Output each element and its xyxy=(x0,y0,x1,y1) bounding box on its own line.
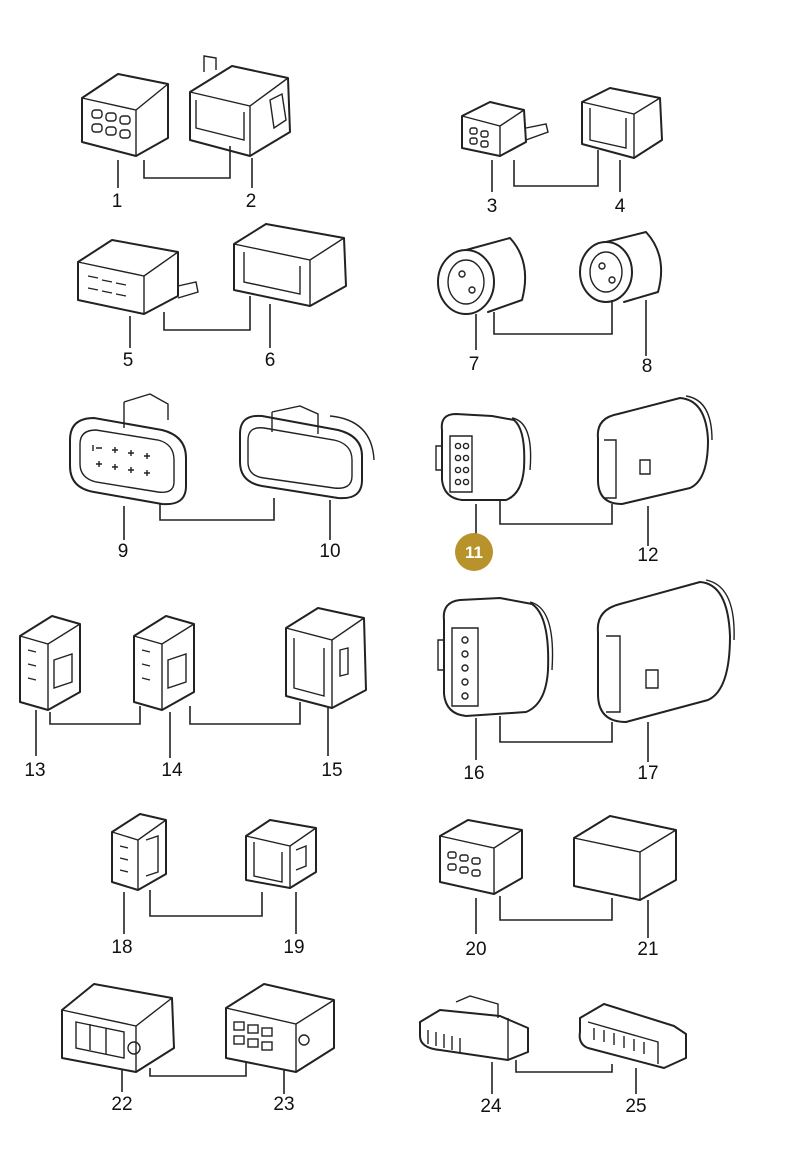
callout-9: 9 xyxy=(118,541,129,562)
callout-8: 8 xyxy=(642,356,653,377)
part-14-connector-housing[interactable] xyxy=(133,615,195,711)
part-5-connector-housing[interactable] xyxy=(77,239,199,315)
part-3-connector-housing[interactable] xyxy=(461,101,549,157)
leader-line-22-23 xyxy=(121,1062,285,1094)
callout-21: 21 xyxy=(637,939,658,960)
part-4-connector-socket[interactable] xyxy=(581,87,663,159)
callout-19: 19 xyxy=(283,937,304,958)
callout-12: 12 xyxy=(637,545,658,566)
callout-7: 7 xyxy=(469,354,480,375)
part-19-connector-socket[interactable] xyxy=(245,819,317,889)
part-8-round-connector[interactable] xyxy=(579,231,663,303)
part-9-sealed-connector[interactable] xyxy=(69,393,187,506)
callout-18: 18 xyxy=(111,937,132,958)
part-1-connector-housing[interactable] xyxy=(81,73,169,157)
callout-15: 15 xyxy=(321,760,342,781)
callout-23: 23 xyxy=(273,1094,294,1115)
callout-2: 2 xyxy=(246,191,257,212)
callout-4: 4 xyxy=(615,196,626,217)
callout-11-highlight-badge[interactable]: 11 xyxy=(455,533,493,571)
part-25-connector-housing[interactable] xyxy=(578,1003,687,1069)
leader-line-9-10 xyxy=(123,498,331,540)
part-16-connector-housing[interactable] xyxy=(437,597,554,717)
part-10-sealed-connector[interactable] xyxy=(239,405,375,500)
callout-13: 13 xyxy=(24,760,45,781)
part-22-connector-housing[interactable] xyxy=(61,983,175,1073)
part-6-connector-socket[interactable] xyxy=(233,223,347,307)
callout-6: 6 xyxy=(265,350,276,371)
leader-line-13-15 xyxy=(35,702,329,758)
leader-line-18-19 xyxy=(123,890,297,934)
callout-10: 10 xyxy=(319,541,340,562)
leader-line-3-4 xyxy=(491,150,621,192)
part-7-round-connector[interactable] xyxy=(437,237,527,315)
part-17-connector-socket[interactable] xyxy=(596,579,735,723)
part-12-connector-socket[interactable] xyxy=(596,395,713,505)
callout-17: 17 xyxy=(637,763,658,784)
leader-line-24-25 xyxy=(491,1060,637,1094)
part-20-connector-housing[interactable] xyxy=(439,819,523,895)
callout-11: 11 xyxy=(465,543,483,562)
leader-line-16-17 xyxy=(475,716,649,762)
callout-22: 22 xyxy=(111,1094,132,1115)
callout-24: 24 xyxy=(480,1096,502,1117)
leader-line-5-6 xyxy=(129,296,271,348)
callout-3: 3 xyxy=(487,196,498,217)
callout-5: 5 xyxy=(123,350,134,371)
leader-line-11-12 xyxy=(475,500,649,546)
leader-line-1-2 xyxy=(117,146,253,188)
part-2-connector-socket[interactable] xyxy=(189,55,291,157)
part-21-connector-socket[interactable] xyxy=(573,815,677,901)
leader-line-7-8 xyxy=(475,300,647,356)
leader-line-20-21 xyxy=(475,896,649,938)
callout-25: 25 xyxy=(625,1096,646,1117)
callout-11-badge-circle xyxy=(455,533,493,571)
part-13-connector-housing[interactable] xyxy=(19,615,81,711)
callout-16: 16 xyxy=(463,763,484,784)
callout-14: 14 xyxy=(161,760,183,781)
part-23-connector-housing[interactable] xyxy=(225,983,335,1073)
callout-20: 20 xyxy=(465,939,486,960)
part-11-connector-housing[interactable] xyxy=(435,413,532,501)
callout-1: 1 xyxy=(112,191,123,212)
part-18-connector-housing[interactable] xyxy=(111,813,167,891)
part-24-connector-housing[interactable] xyxy=(419,995,529,1061)
part-15-connector-socket[interactable] xyxy=(285,607,367,709)
